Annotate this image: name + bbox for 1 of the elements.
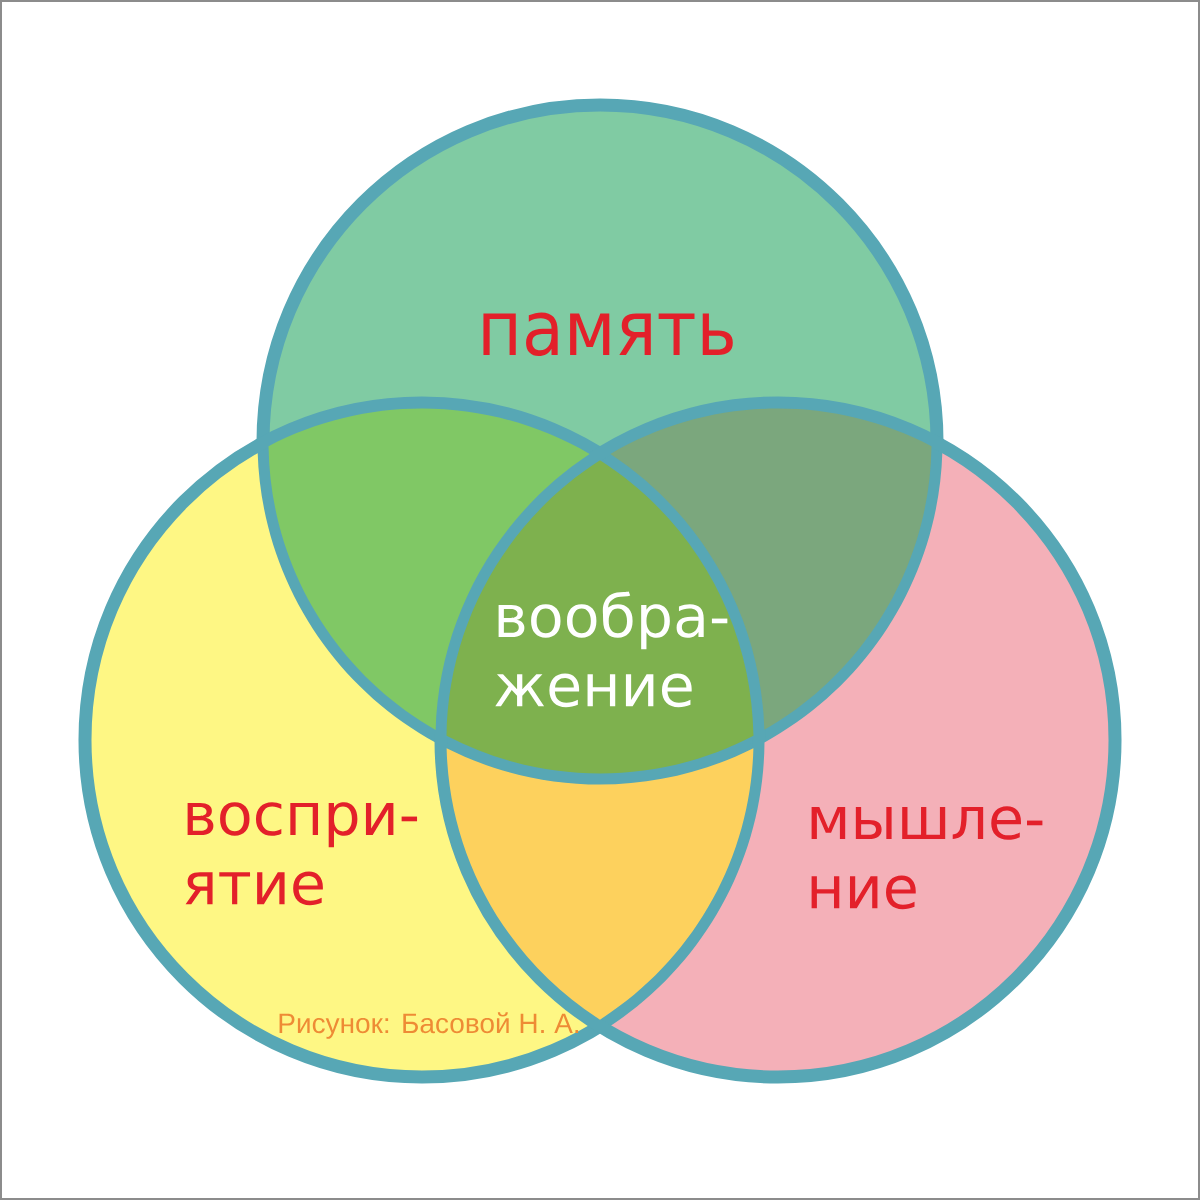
overlap-region: вообра- жение [446,460,754,774]
